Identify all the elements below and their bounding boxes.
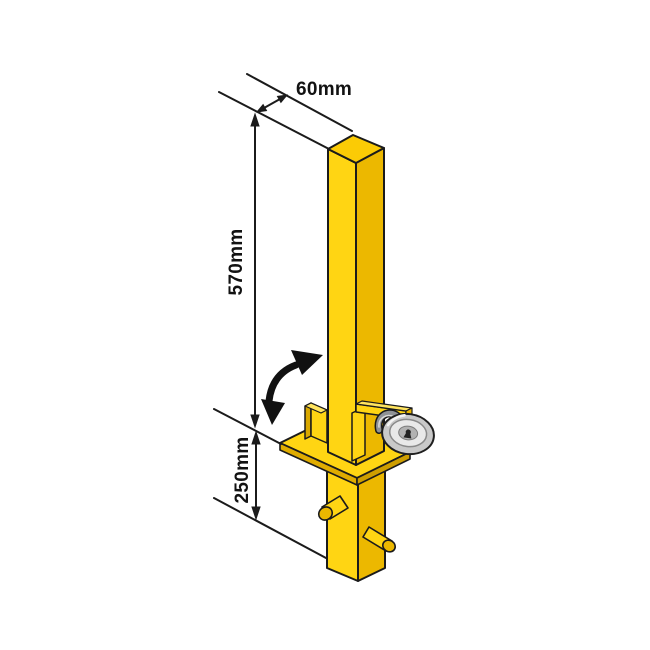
depth-arrowhead-top [251, 430, 261, 445]
anchor-peg-right [362, 526, 396, 553]
bracket-vertical-plate [351, 406, 366, 462]
peg-right-endcap [382, 539, 396, 553]
flange-top-face [304, 402, 328, 414]
fold-arrow-head-up [291, 350, 323, 375]
anchor-peg-left [317, 495, 349, 521]
fold-arrow-head-down [261, 399, 285, 425]
hinge-flange [304, 402, 328, 444]
width-arrowhead-right [276, 94, 289, 104]
post-upper-section [327, 134, 385, 466]
extension-line-top-outer [246, 73, 353, 132]
plate-front-right-edge [356, 451, 411, 486]
padlock-icon [374, 409, 435, 456]
width-dimension-label: 60mm [296, 79, 353, 100]
fold-arrow-arc [265, 361, 300, 405]
extension-line-top-inner [218, 91, 330, 150]
fold-rotation-arrow-icon [261, 350, 323, 425]
height-dimension-label: 570mm [226, 228, 247, 296]
height-arrowhead-bottom [250, 414, 260, 429]
lock-highlight [386, 414, 406, 427]
width-arrow-line [263, 98, 281, 109]
extension-line-ground [213, 408, 282, 445]
depth-arrowhead-bottom [251, 506, 261, 521]
lock-body-group [381, 412, 435, 456]
extension-line-bottom [213, 497, 327, 559]
post-top-face [327, 134, 385, 164]
keyhole-slot [403, 432, 412, 439]
height-arrowhead-top [250, 112, 260, 127]
depth-dimension-label: 250mm [232, 436, 253, 504]
height-dimension [213, 112, 282, 445]
width-dimension [218, 73, 353, 150]
depth-dimension [213, 430, 327, 559]
width-arrowhead-left [255, 103, 268, 113]
peg-left-endcap [317, 506, 334, 521]
